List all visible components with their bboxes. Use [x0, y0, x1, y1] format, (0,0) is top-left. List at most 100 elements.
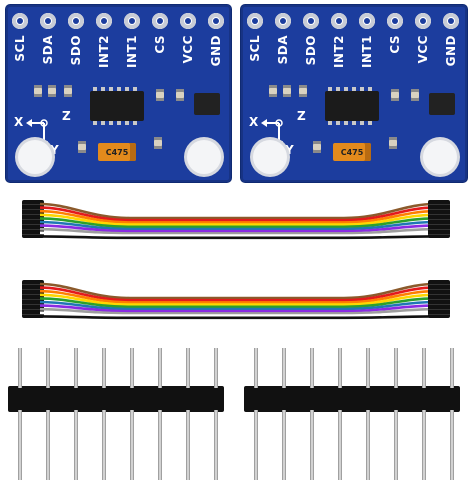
header-pin — [130, 410, 134, 480]
header-pin — [394, 410, 398, 480]
pin-pad — [180, 13, 196, 29]
ribbon-wires — [40, 202, 434, 240]
wire — [40, 300, 434, 311]
pin-label-scl: SCL — [248, 35, 262, 62]
pin-label-cs: CS — [153, 35, 167, 54]
smd-resistor — [154, 137, 162, 149]
pin-label-int2: INT2 — [332, 35, 346, 69]
header-pin — [158, 410, 162, 480]
axis-z-label: Z — [297, 109, 306, 123]
header-pin — [310, 410, 314, 480]
pin-label-vcc: VCC — [416, 35, 430, 64]
smd-resistor — [176, 89, 184, 101]
header-pin — [338, 410, 342, 480]
wire — [40, 293, 434, 306]
header-pin — [18, 348, 22, 388]
pin-pad — [387, 13, 403, 29]
wire — [40, 220, 434, 231]
header-pin — [102, 348, 106, 388]
pin-label-int2: INT2 — [97, 35, 111, 69]
jumper-cable-1 — [0, 196, 474, 260]
header-pin — [214, 410, 218, 480]
header-pin — [338, 348, 342, 388]
header-pin — [18, 410, 22, 480]
pin-label-int1: INT1 — [125, 35, 139, 69]
pin-header-2 — [244, 348, 460, 480]
pin-pad — [68, 13, 84, 29]
header-plastic-strip — [8, 386, 224, 412]
regulator — [194, 93, 220, 115]
pin-label-gnd: GND — [444, 35, 458, 67]
header-pin — [214, 348, 218, 388]
smd-resistor — [389, 137, 397, 149]
smd-resistor — [299, 85, 307, 97]
smd-resistor — [313, 141, 321, 153]
header-pin — [422, 410, 426, 480]
wire — [40, 202, 434, 220]
header-pin — [74, 410, 78, 480]
header-pin — [254, 410, 258, 480]
pin-pad — [275, 13, 291, 29]
wire — [40, 297, 434, 309]
header-pin — [46, 410, 50, 480]
pin-pad — [331, 13, 347, 29]
wire — [40, 213, 434, 226]
pin-label-sda: SDA — [41, 35, 55, 65]
wire — [40, 289, 434, 304]
header-pin — [282, 348, 286, 388]
axis-x-label: X — [249, 115, 259, 129]
axis-z-label: Z — [62, 109, 71, 123]
header-pin — [450, 348, 454, 388]
chip — [325, 87, 379, 125]
pin-pad — [12, 13, 28, 29]
wire — [40, 311, 434, 317]
pin-header-1 — [8, 348, 224, 480]
pin-pad — [247, 13, 263, 29]
wire — [40, 224, 434, 233]
pin-label-sda: SDA — [276, 35, 290, 65]
axis-y-label: Y — [285, 143, 294, 157]
header-pin — [186, 410, 190, 480]
mounting-hole-right — [423, 140, 457, 174]
header-pin — [366, 348, 370, 388]
wire — [40, 286, 434, 302]
pin-label-gnd: GND — [209, 35, 223, 67]
header-pin — [366, 410, 370, 480]
cable-connector-left — [22, 280, 44, 318]
header-pin — [422, 348, 426, 388]
pin-pad — [415, 13, 431, 29]
header-pin — [254, 348, 258, 388]
pin-label-int1: INT1 — [360, 35, 374, 69]
pin-pad — [152, 13, 168, 29]
mounting-hole-left — [253, 140, 287, 174]
wire — [40, 235, 434, 240]
jumper-cable-2 — [0, 276, 474, 340]
header-pin — [394, 348, 398, 388]
tantalum-capacitor: C475 — [333, 143, 371, 161]
header-pin — [282, 410, 286, 480]
smd-resistor — [34, 85, 42, 97]
smd-resistor — [283, 85, 291, 97]
wire — [40, 231, 434, 237]
wire — [40, 315, 434, 320]
mounting-hole-right — [187, 140, 221, 174]
header-pin — [158, 348, 162, 388]
pin-label-scl: SCL — [13, 35, 27, 62]
header-pin — [130, 348, 134, 388]
ribbon-wires — [40, 282, 434, 320]
mounting-hole-left — [18, 140, 52, 174]
cable-connector-right — [428, 280, 450, 318]
pin-pad — [124, 13, 140, 29]
header-pin — [46, 348, 50, 388]
wire — [40, 217, 434, 229]
cable-connector-right — [428, 200, 450, 238]
tantalum-capacitor: C475 — [98, 143, 136, 161]
chip — [90, 87, 144, 125]
wire — [40, 227, 434, 235]
wire — [40, 307, 434, 315]
pin-pad — [40, 13, 56, 29]
pin-pad — [359, 13, 375, 29]
header-pin — [450, 410, 454, 480]
